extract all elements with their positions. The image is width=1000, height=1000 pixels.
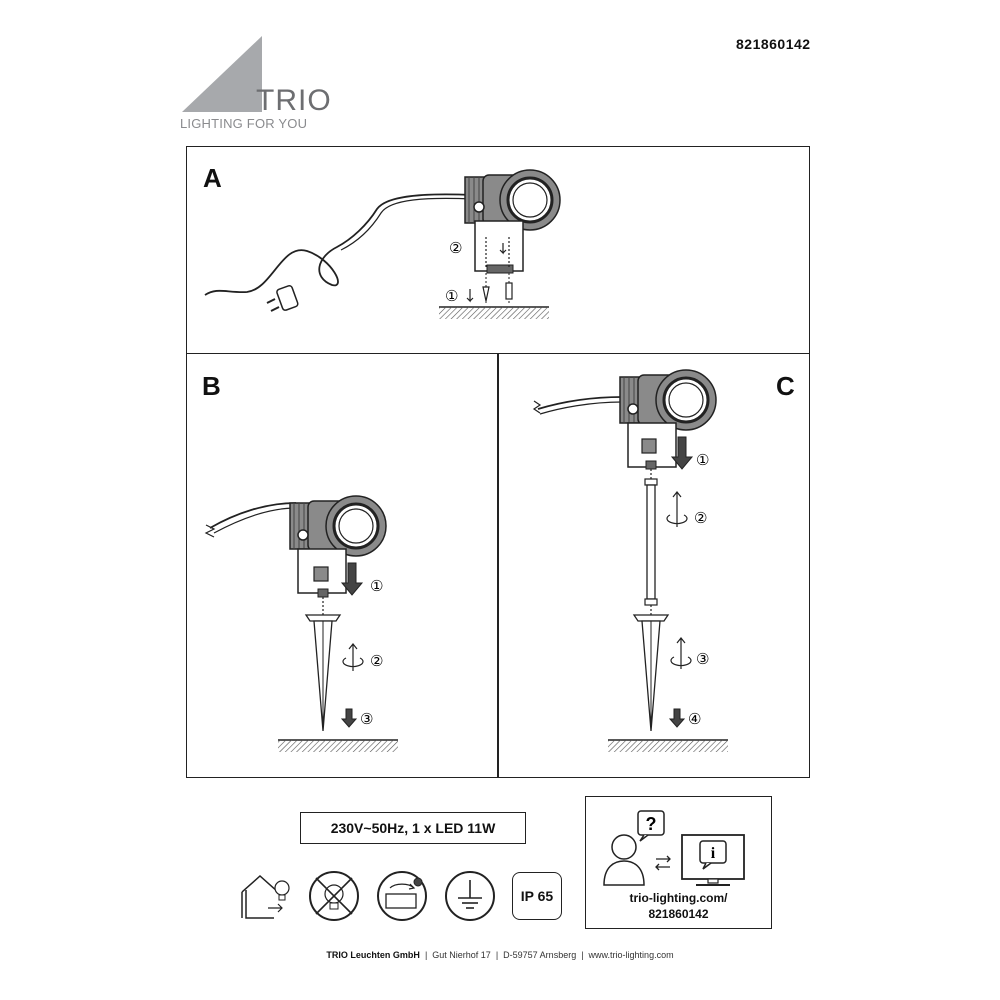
footer-street: Gut Nierhof 17 (432, 950, 491, 960)
panel-divider (497, 353, 499, 778)
lamp-head-icon (619, 369, 717, 470)
rotate-arrow-icon (342, 643, 364, 671)
ground-hatch (608, 739, 728, 752)
brand-name: TRIO (256, 84, 332, 117)
panel-c-letter: C (776, 371, 795, 401)
no-dimmer-icon (306, 868, 362, 929)
step-2-marker: ② (370, 652, 383, 670)
rotate-arrow-icon (670, 637, 692, 669)
footer-website[interactable]: www.trio-lighting.com (588, 950, 674, 960)
step-1-marker: ① (696, 451, 709, 469)
ground-spike-icon (304, 614, 342, 732)
panel-a: A (186, 146, 810, 354)
electrical-rating: 230V~50Hz, 1 x LED 11W (300, 812, 526, 844)
power-plug-icon (266, 284, 299, 312)
support-box: ? i trio-lighting.com/ 821860142 (585, 796, 772, 929)
extension-rod-icon (644, 478, 658, 606)
ground-spike-illustration: ① ② ③ (204, 495, 398, 752)
footer-city: D-59757 Arnsberg (503, 950, 577, 960)
lamp-head-icon (289, 495, 387, 598)
step-3-marker: ③ (696, 650, 709, 668)
panel-c: C ① (498, 353, 809, 778)
indoor-outdoor-icon (238, 872, 296, 927)
document-number: 821860142 (736, 36, 811, 52)
wall-plug-icon (466, 273, 513, 305)
support-number: 821860142 (648, 907, 709, 921)
support-url[interactable]: trio-lighting.com/ (629, 891, 728, 905)
ground-spike-icon (632, 614, 670, 732)
step-4-marker: ④ (688, 710, 701, 728)
extension-spike-illustration: ① ② ③ ④ (532, 369, 728, 752)
rotate-arrow-icon (666, 491, 688, 527)
step-2-marker: ② (449, 239, 462, 257)
step-2-marker: ② (694, 509, 707, 527)
question-bubble-icon: ? (637, 810, 665, 842)
step-1-marker: ① (370, 577, 383, 595)
ip-rating-icon: IP 65 (512, 872, 562, 920)
ground-hatch (278, 739, 398, 752)
earth-ground-icon (442, 868, 498, 929)
person-icon (603, 834, 645, 886)
panel-b: B ① (186, 353, 497, 778)
footer-company: TRIO Leuchten GmbH (326, 950, 420, 960)
logo-triangle-icon (182, 36, 262, 112)
wall-mount-illustration: ② ① (204, 169, 561, 319)
support-illustration: ? i (603, 810, 745, 886)
replaceable-driver-icon (374, 868, 430, 929)
lamp-head-icon (464, 169, 561, 274)
step-1-marker: ① (445, 287, 458, 305)
info-mark: i (711, 845, 716, 862)
panel-a-letter: A (203, 163, 222, 193)
footer: TRIO Leuchten GmbH|Gut Nierhof 17|D-5975… (326, 950, 674, 960)
question-mark: ? (646, 814, 657, 834)
exchange-arrows-icon (655, 855, 671, 871)
panel-b-letter: B (202, 371, 221, 401)
step-3-marker: ③ (360, 710, 373, 728)
ground-hatch (439, 306, 549, 319)
brand-tagline: LIGHTING FOR YOU (180, 116, 308, 131)
monitor-icon: i (681, 834, 745, 886)
trio-logo: TRIO LIGHTING FOR YOU (178, 34, 331, 134)
